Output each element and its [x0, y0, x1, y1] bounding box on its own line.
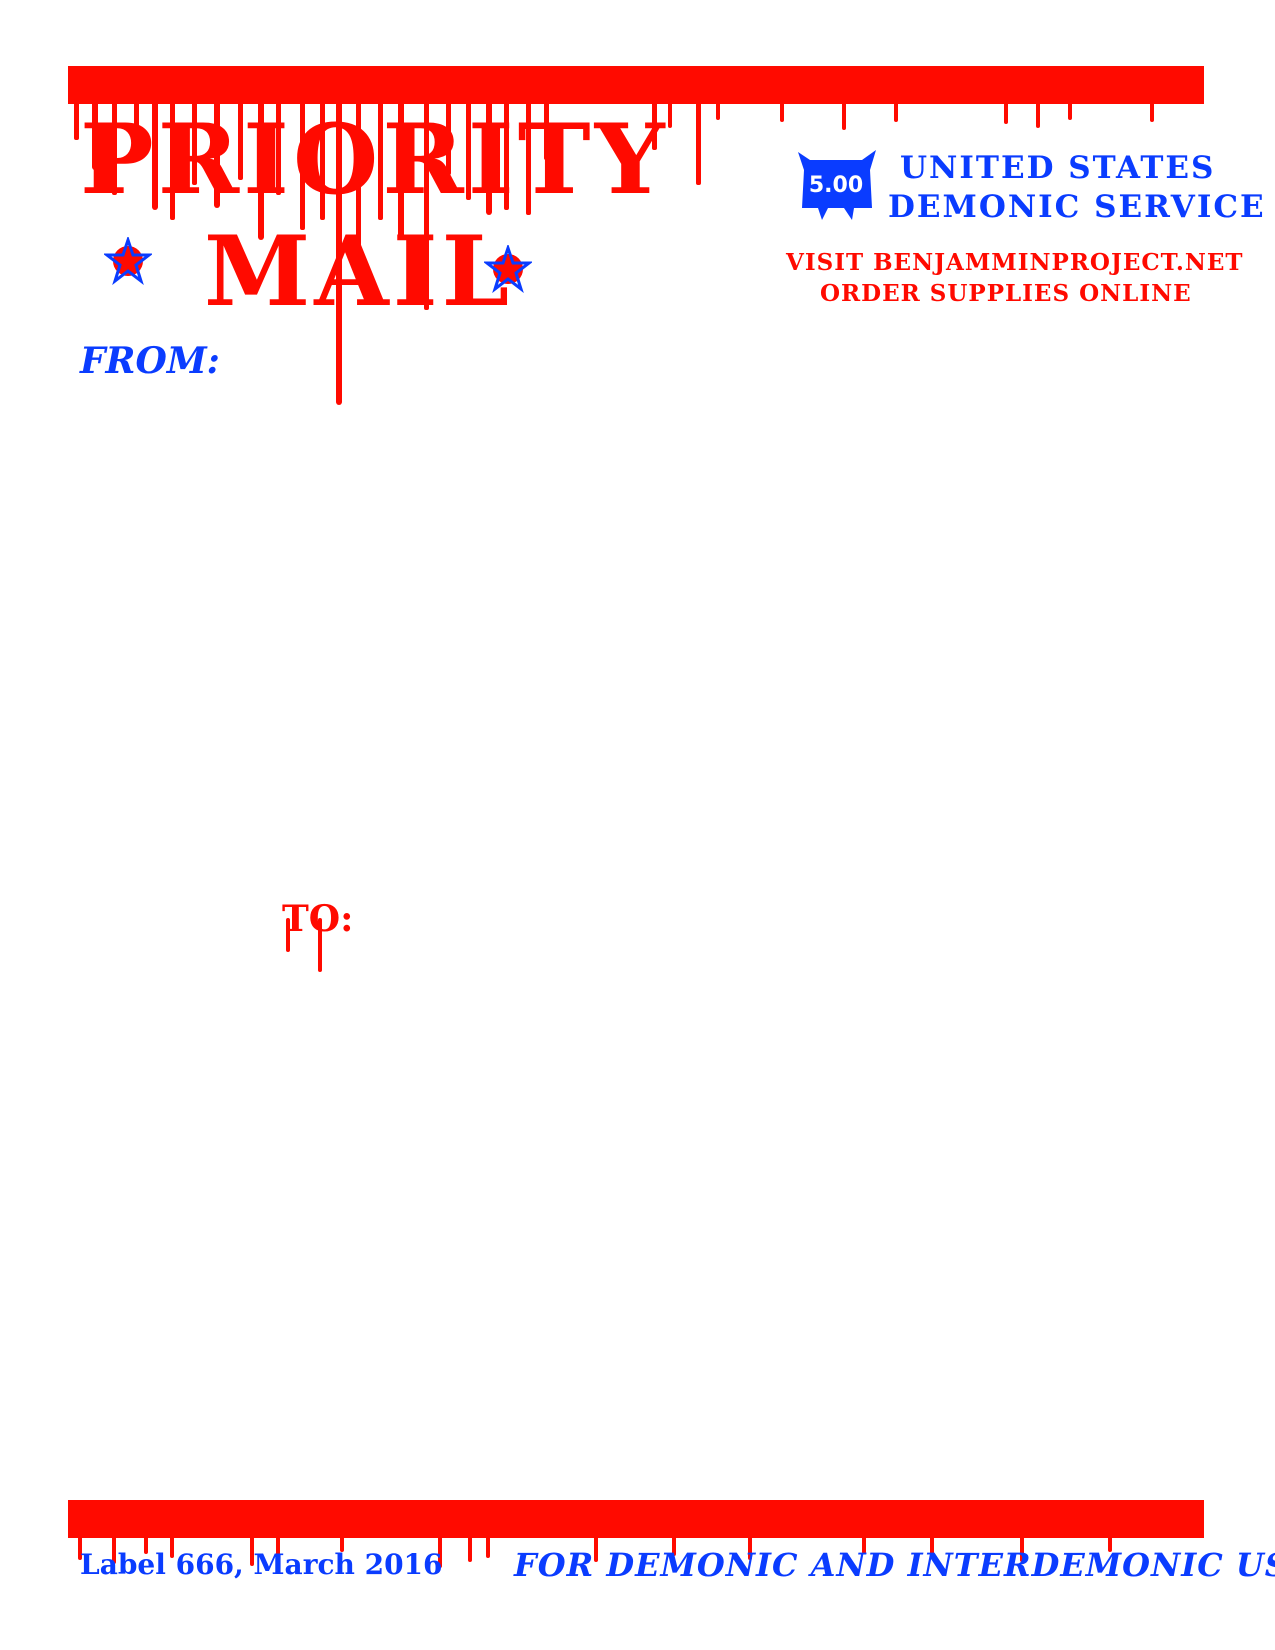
label-number-text: Label 666, March 2016: [80, 1548, 443, 1581]
bottom-red-bar: [68, 1500, 1204, 1538]
title-priority: PRIORITY: [80, 103, 669, 216]
usage-notice-text: FOR DEMONIC AND INTERDEMONIC USE: [514, 1546, 1275, 1584]
order-supplies-text: ORDER SUPPLIES ONLINE: [820, 280, 1192, 307]
agency-name-line1: UNITED STATES: [900, 150, 1216, 186]
to-address-area[interactable]: [360, 898, 1160, 1378]
demon-stamp-logo: 5.00: [798, 150, 876, 220]
from-label: FROM:: [80, 340, 220, 382]
visit-website-text: VISIT BENJAMMINPROJECT.NET: [786, 249, 1244, 276]
pentagram-icon: [484, 245, 532, 293]
pentagram-icon: [104, 237, 152, 285]
agency-name-line2: DEMONIC SERVICE: [888, 189, 1266, 225]
top-red-bar: [68, 66, 1204, 104]
to-label: TO:: [282, 898, 354, 940]
logo-text: 5.00: [809, 173, 863, 198]
from-address-area[interactable]: [220, 340, 1160, 820]
title-mail: MAIL: [204, 215, 514, 328]
